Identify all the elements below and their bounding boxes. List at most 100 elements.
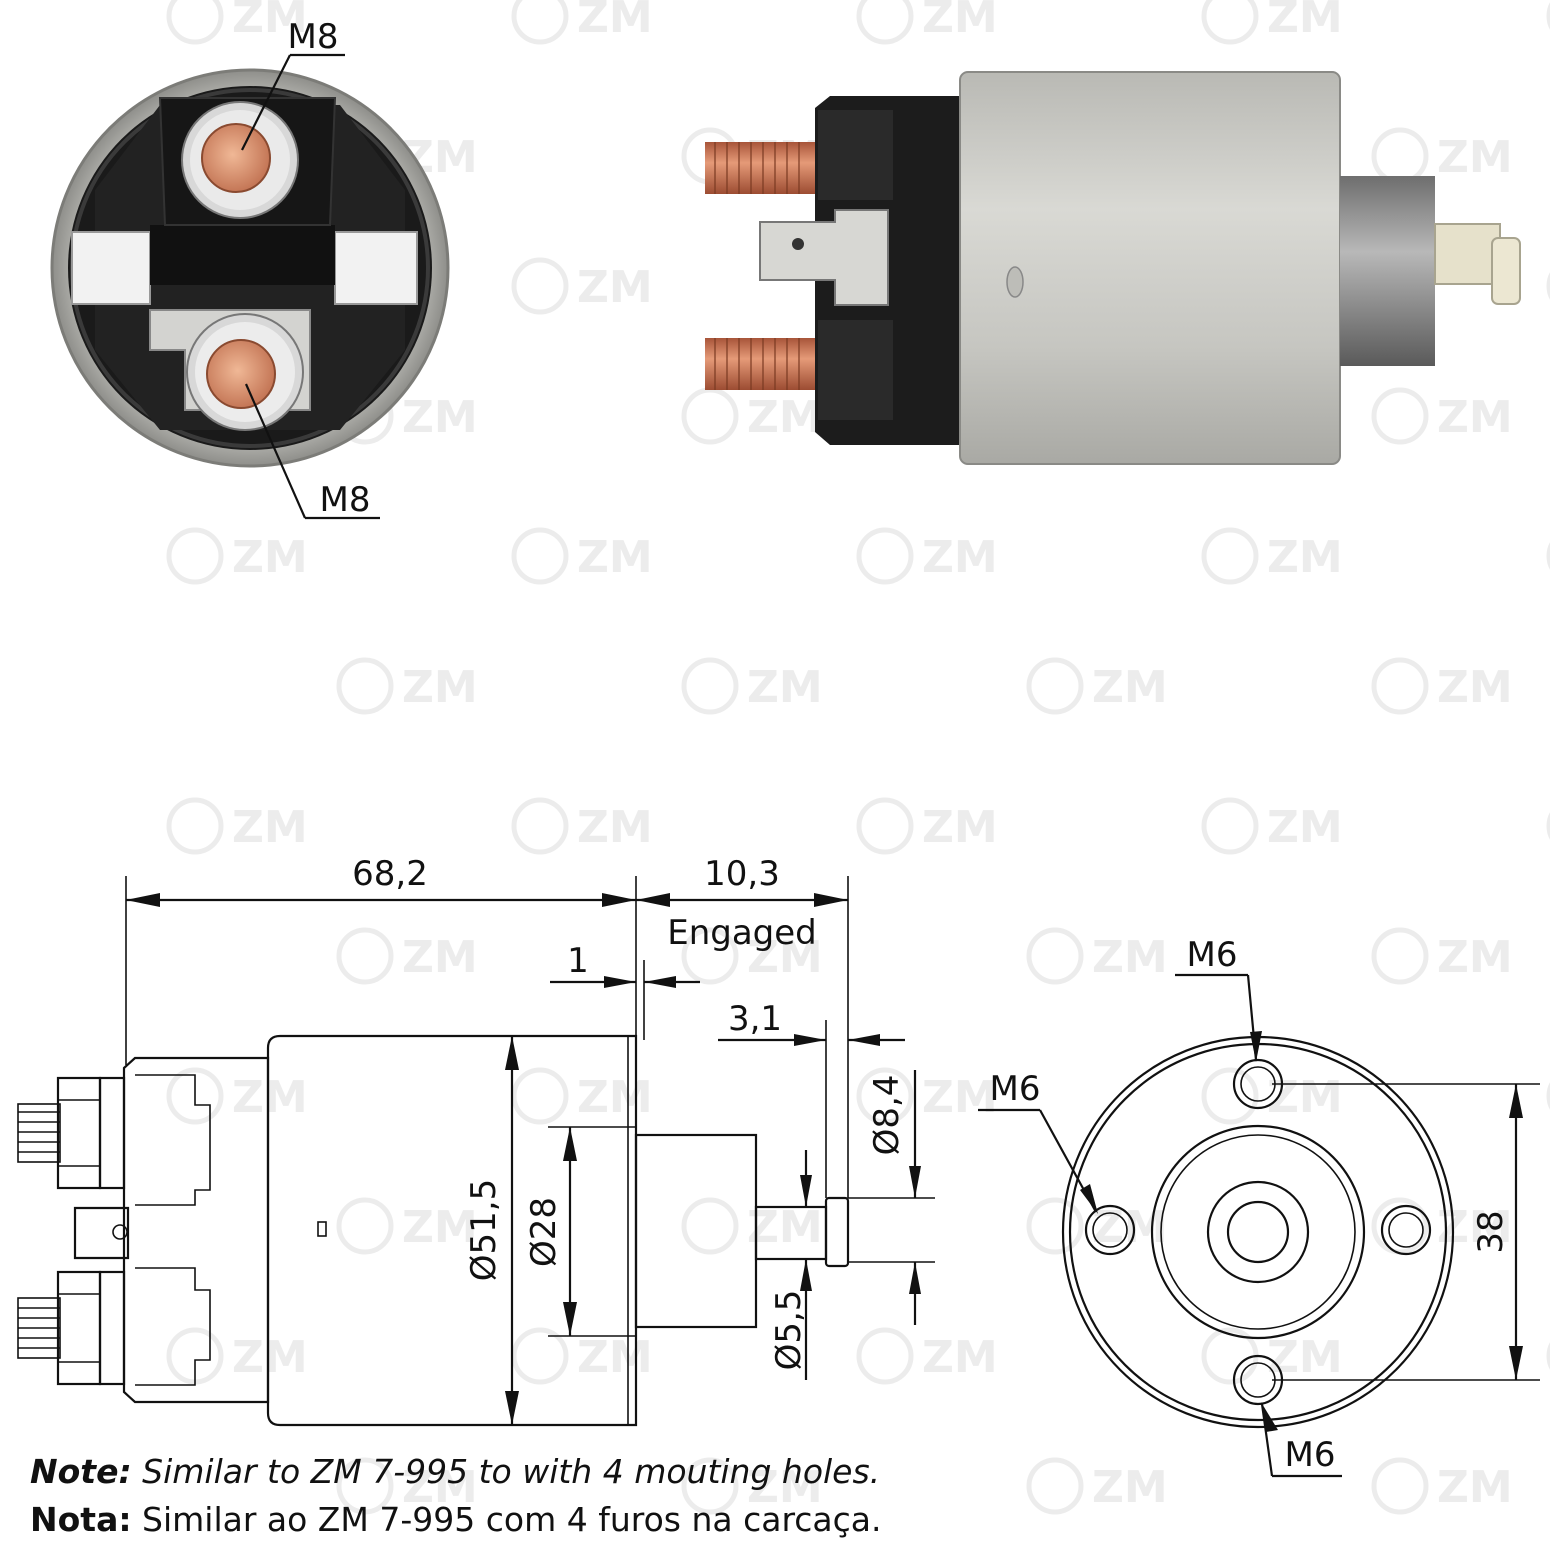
svg-text:ZM: ZM [1267,532,1343,583]
svg-text:ZM: ZM [232,532,308,583]
svg-text:ZM: ZM [922,802,998,853]
zm-watermark-logo: ZM [1546,812,1550,840]
svg-text:ZM: ZM [232,1072,308,1123]
svg-text:ZM: ZM [402,1462,478,1513]
svg-text:ZM: ZM [922,1332,998,1383]
svg-text:ZM: ZM [232,0,308,43]
svg-text:ZM: ZM [747,1202,823,1253]
side-view-photo [705,71,1521,465]
dim-hole-spacing: 38 [1471,1210,1511,1253]
svg-text:ZM: ZM [1267,1332,1343,1383]
zm-watermark-logo: ZM [336,657,478,715]
svg-text:ZM: ZM [402,662,478,713]
note-english: Note: Similar to ZM 7-995 to with 4 mout… [30,1448,1530,1496]
zm-watermark-logo: ZM [1546,272,1550,300]
zm-watermark-logo: ZM [511,1327,653,1385]
notes-block: Note: Similar to ZM 7-995 to with 4 mout… [30,1448,1530,1544]
svg-text:ZM: ZM [1267,0,1343,43]
svg-text:ZM: ZM [232,802,308,853]
zm-watermark-logo: ZM [1371,927,1513,985]
hole-left-label: M6 [990,1069,1041,1109]
zm-watermark-logo: ZM [511,0,653,45]
svg-text:ZM: ZM [577,1332,653,1383]
hole-bottom-label: M6 [1285,1435,1336,1475]
zm-watermark-logo: ZM [511,1067,653,1125]
zm-watermark-logo: ZM [856,797,998,855]
zm-watermark-logo: ZM [1371,657,1513,715]
zm-watermark-logo: ZM [336,927,478,985]
dim-tip-diameter: Ø8,4 [867,1075,907,1156]
svg-text:ZM: ZM [1267,1072,1343,1123]
svg-text:ZM: ZM [747,1462,823,1513]
zm-watermark-logo: ZM [681,1197,823,1255]
svg-text:ZM: ZM [1092,1462,1168,1513]
zm-watermark-logo: ZM [1201,1327,1343,1385]
svg-text:ZM: ZM [1092,662,1168,713]
zm-watermark-logo: ZM [1546,542,1550,570]
zm-watermark-logo: ZM [336,1457,478,1515]
zm-watermark-logo: ZM [1546,1082,1550,1110]
dim-flange: 1 [567,941,589,981]
zm-watermark-logo: ZM [856,527,998,585]
note-english-label: Note: [30,1452,132,1491]
svg-text:ZM: ZM [1437,1462,1513,1513]
svg-text:ZM: ZM [747,662,823,713]
svg-text:ZM: ZM [922,532,998,583]
dim-travel: 10,3 [704,854,780,894]
top-terminal-label: M8 [288,17,339,57]
zm-watermark-logo: ZM [1201,797,1343,855]
zm-watermark-logo: ZM [336,1197,478,1255]
side-drawing: 68,2 10,3 Engaged 1 3,1 Ø51,5 Ø28 [17,854,935,1427]
zm-watermark-logo: ZM [1546,1342,1550,1370]
svg-text:ZM: ZM [577,262,653,313]
svg-text:ZM: ZM [232,1332,308,1383]
end-view-photo: M8 M8 [50,17,450,520]
dim-overall-length: 68,2 [352,854,428,894]
svg-text:ZM: ZM [747,932,823,983]
svg-text:ZM: ZM [747,392,823,443]
zm-watermark-logo: ZM [681,1457,823,1515]
svg-text:ZM: ZM [402,392,478,443]
zm-watermark-logo: ZM [166,527,308,585]
zm-watermark-logo: ZM [1201,1067,1343,1125]
front-drawing: 38 M6 M6 M6 [978,935,1540,1478]
zm-watermark-logo: ZM [1201,0,1343,45]
svg-text:ZM: ZM [1437,392,1513,443]
note-portuguese: Nota: Similar ao ZM 7-995 com 4 furos na… [30,1496,1530,1544]
zm-watermark-logo: ZM [1371,387,1513,445]
zm-watermark-logo: ZM [166,1067,308,1125]
zm-watermark-logo: ZM [511,527,653,585]
zm-watermark-logo: ZM [681,927,823,985]
svg-text:ZM: ZM [922,1072,998,1123]
zm-watermark-logo: ZM [166,797,308,855]
hole-top-label: M6 [1187,935,1238,975]
zm-watermark-logo: ZM [511,257,653,315]
zm-watermark-logo: ZM [856,1327,998,1385]
zm-watermark-logo: ZM [1371,1457,1513,1515]
note-english-text: Similar to ZM 7-995 to with 4 mouting ho… [131,1452,881,1491]
zm-watermark-logo: ZM [166,1327,308,1385]
dim-nose-diameter: Ø28 [524,1197,564,1267]
svg-text:ZM: ZM [402,1202,478,1253]
dim-travel-note: Engaged [667,913,817,953]
svg-text:ZM: ZM [577,0,653,43]
zm-watermark-logo: ZM [681,657,823,715]
note-portuguese-text: Similar ao ZM 7-995 com 4 furos na carca… [131,1500,882,1539]
zm-watermark-logo: ZM [856,1067,998,1125]
svg-text:ZM: ZM [1437,932,1513,983]
svg-text:ZM: ZM [577,1072,653,1123]
svg-text:ZM: ZM [1267,802,1343,853]
dim-body-diameter: Ø51,5 [464,1179,504,1281]
svg-text:ZM: ZM [1437,1202,1513,1253]
svg-text:ZM: ZM [922,0,998,43]
svg-text:ZM: ZM [577,532,653,583]
zm-watermark-logo: ZM [1371,127,1513,185]
zm-watermark-logo: ZM [1546,2,1550,30]
svg-text:ZM: ZM [1437,662,1513,713]
zm-watermark-logo: ZM [1201,527,1343,585]
svg-text:ZM: ZM [577,802,653,853]
zm-watermark-logo: ZM [1026,657,1168,715]
zm-watermark-logo: ZM [511,797,653,855]
bottom-terminal-label: M8 [320,480,371,520]
